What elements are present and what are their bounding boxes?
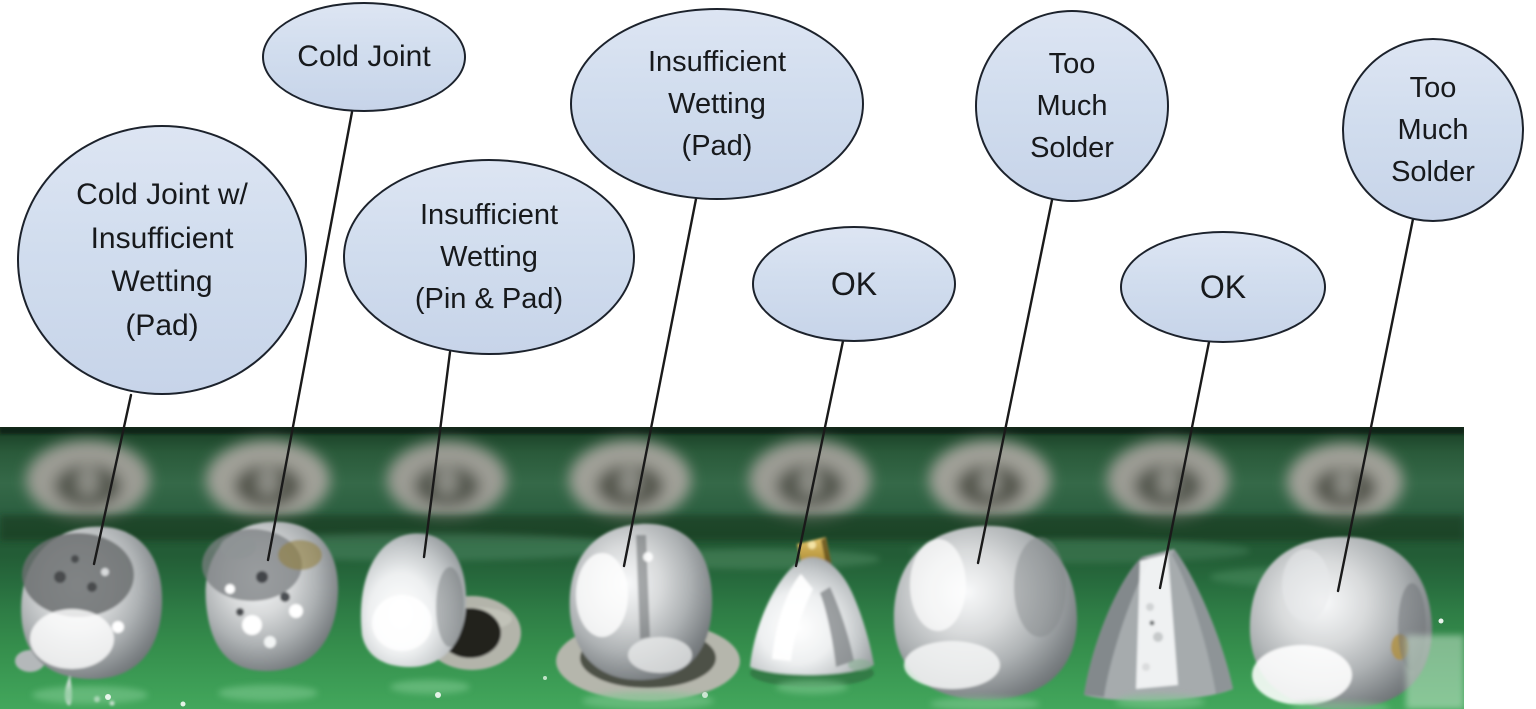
bubble-label-line: Wetting <box>440 240 538 273</box>
bubble-ok-1: OK <box>752 226 956 342</box>
solder-joint-3 <box>360 533 521 670</box>
bubble-label-line: Insufficient <box>419 198 559 231</box>
solder-joint-4 <box>556 523 740 701</box>
bubble-label-line: Much <box>1036 89 1108 122</box>
solder-joint-6 <box>893 525 1078 700</box>
pcb-photo-svg <box>0 427 1464 709</box>
bubble-label-line: Insufficient <box>647 45 787 78</box>
pcb-photo <box>0 427 1464 709</box>
bubble-cold-joint: Cold Joint <box>262 2 466 112</box>
bubble-label-line: Solder <box>1030 132 1114 165</box>
bubble-label-line: OK <box>830 265 878 302</box>
solder-joint-2 <box>202 521 339 672</box>
bubble-label-line: Wetting <box>668 87 766 120</box>
bubble-label-line: Cold Joint w/ <box>76 178 248 211</box>
bubble-label-line: Too <box>1048 47 1096 80</box>
bubble-label-line: OK <box>1199 268 1247 305</box>
solder-joint-8 <box>1249 536 1433 709</box>
bubble-label-line: Much <box>1397 113 1469 146</box>
bubble-label-line: Solder <box>1391 156 1475 189</box>
bubble-label-line: (Pin & Pad) <box>414 283 564 316</box>
bubble-label-line: (Pad) <box>681 130 753 163</box>
bubble-label-line: Insufficient <box>90 221 234 255</box>
bubble-label-line: Wetting <box>111 265 213 298</box>
bubble-ok-2: OK <box>1120 231 1326 343</box>
bubble-label-line: Too <box>1409 71 1457 104</box>
bubble-label-line: Cold Joint <box>297 40 431 74</box>
bubble-label-line: (Pad) <box>125 308 199 342</box>
